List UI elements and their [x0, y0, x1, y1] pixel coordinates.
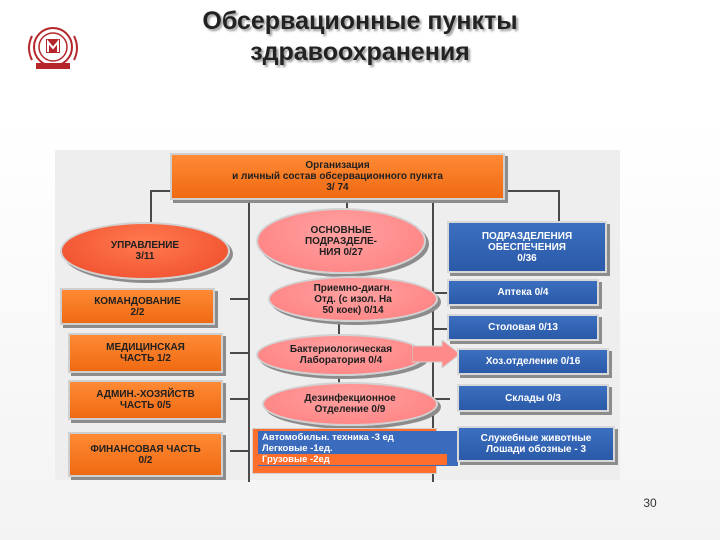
- support-units-line-1: ПОДРАЗДЕЛЕНИЯ: [481, 230, 573, 242]
- page-number: 30: [643, 496, 657, 510]
- title-line-2: здравоохранения: [250, 38, 470, 66]
- connector-line: [432, 292, 450, 294]
- management-line-2: 3/11: [135, 251, 155, 262]
- medical-unit-line-2: ЧАСТЬ 1/2: [120, 353, 171, 364]
- connector-line: [230, 450, 250, 452]
- disinfection-dept-ellipse: Дезинфекционное Отделение 0/9: [262, 382, 438, 426]
- household-dept-box: Хоз.отделение 0/16: [457, 348, 609, 375]
- connector-line: [432, 328, 450, 330]
- support-units-line-2: ОБЕСПЕЧЕНИЯ: [487, 241, 566, 253]
- finance-unit-box: ФИНАНСОВАЯ ЧАСТЬ 0/2: [68, 432, 223, 477]
- admin-unit-line-2: ЧАСТЬ 0/5: [120, 400, 171, 411]
- bacterial-lab-ellipse: Бактериологическая Лаборатория 0/4: [256, 334, 426, 376]
- connector-line: [432, 192, 434, 482]
- management-line-1: УПРАВЛЕНИЕ: [110, 240, 180, 251]
- finance-unit-line-2: 0/2: [138, 454, 153, 466]
- org-top-line-1: Организация: [305, 160, 370, 171]
- connector-line: [432, 398, 450, 400]
- diagnostic-dept-ellipse: Приемно-диагн. Отд. (с изол. На 50 коек)…: [268, 276, 438, 322]
- vehicles-line-3: Грузовые -2ед: [258, 454, 447, 465]
- medical-unit-line-1: МЕДИЦИНСКАЯ: [106, 342, 185, 353]
- pharmacy-box: Аптека 0/4: [447, 279, 599, 306]
- connector-line: [558, 190, 560, 224]
- vehicles-label: Автомобильн. техника -3 ед Легковые -1ед…: [258, 431, 458, 466]
- title-line-1: Обсервационные пункты: [202, 7, 518, 35]
- canteen-box: Столовая 0/13: [447, 314, 599, 341]
- org-top-box: Организация и личный состав обсервационн…: [170, 153, 505, 200]
- main-units-ellipse: ОСНОВНЫЕ ПОДРАЗДЕЛЕ- НИЯ 0/27: [256, 208, 426, 274]
- management-ellipse: УПРАВЛЕНИЕ 3/11: [60, 222, 230, 280]
- command-line-1: КОМАНДОВАНИЕ: [94, 295, 181, 307]
- service-animals-line-2: Лошади обозные - 3: [485, 444, 587, 455]
- connector-line: [150, 190, 152, 224]
- finance-unit-line-1: ФИНАНСОВАЯ ЧАСТЬ: [90, 443, 201, 455]
- diagnostic-dept-line-1: Приемно-диагн.: [313, 282, 393, 294]
- warehouses-box: Склады 0/3: [457, 384, 609, 412]
- bacterial-lab-line-2: Лаборатория 0/4: [299, 355, 383, 366]
- vehicles-line-1: Автомобильн. техника -3 ед: [262, 432, 394, 443]
- main-units-line-2: ПОДРАЗДЕЛЕ-: [304, 235, 378, 247]
- command-box: КОМАНДОВАНИЕ 2/2: [60, 288, 215, 325]
- connector-line: [230, 298, 250, 300]
- admin-unit-line-1: АДМИН.-ХОЗЯЙСТВ: [96, 389, 195, 400]
- main-units-line-1: ОСНОВНЫЕ: [310, 224, 372, 236]
- connector-line: [230, 398, 250, 400]
- warehouses-label: Склады 0/3: [505, 392, 561, 404]
- admin-unit-box: АДМИН.-ХОЗЯЙСТВ ЧАСТЬ 0/5: [68, 380, 223, 420]
- service-animals-line-1: Служебные животные: [480, 433, 592, 444]
- bacterial-lab-line-1: Бактериологическая: [289, 344, 393, 355]
- connector-line: [346, 192, 348, 212]
- support-units-box: ПОДРАЗДЕЛЕНИЯ ОБЕСПЕЧЕНИЯ 0/36: [447, 221, 607, 273]
- pharmacy-label: Аптека 0/4: [497, 287, 549, 298]
- command-line-2: 2/2: [130, 306, 145, 318]
- connector-line: [338, 240, 340, 410]
- connector-line: [230, 352, 250, 354]
- connector-line: [248, 192, 250, 482]
- org-top-line-2: и личный состав обсервационного пункта: [232, 171, 443, 182]
- slide-title: Обсервационные пункты здравоохранения: [150, 6, 570, 68]
- org-top-line-3: 3/ 74: [326, 182, 349, 193]
- diagnostic-dept-line-2: Отд. (с изол. На: [314, 293, 392, 305]
- arrow-icon: [412, 340, 461, 370]
- disinfection-line-1: Дезинфекционное: [304, 393, 396, 404]
- main-units-line-3: НИЯ 0/27: [319, 246, 363, 258]
- vehicles-line-2: Легковые -1ед.: [262, 443, 333, 454]
- support-units-line-3: 0/36: [517, 252, 537, 264]
- medical-unit-box: МЕДИЦИНСКАЯ ЧАСТЬ 1/2: [68, 333, 223, 373]
- canteen-label: Столовая 0/13: [488, 322, 558, 333]
- diagnostic-dept-line-3: 50 коек) 0/14: [322, 304, 384, 316]
- disinfection-line-2: Отделение 0/9: [314, 404, 386, 415]
- household-dept-label: Хоз.отделение 0/16: [485, 356, 581, 367]
- university-seal-icon: [22, 24, 84, 72]
- service-animals-box: Служебные животные Лошади обозные - 3: [457, 426, 615, 462]
